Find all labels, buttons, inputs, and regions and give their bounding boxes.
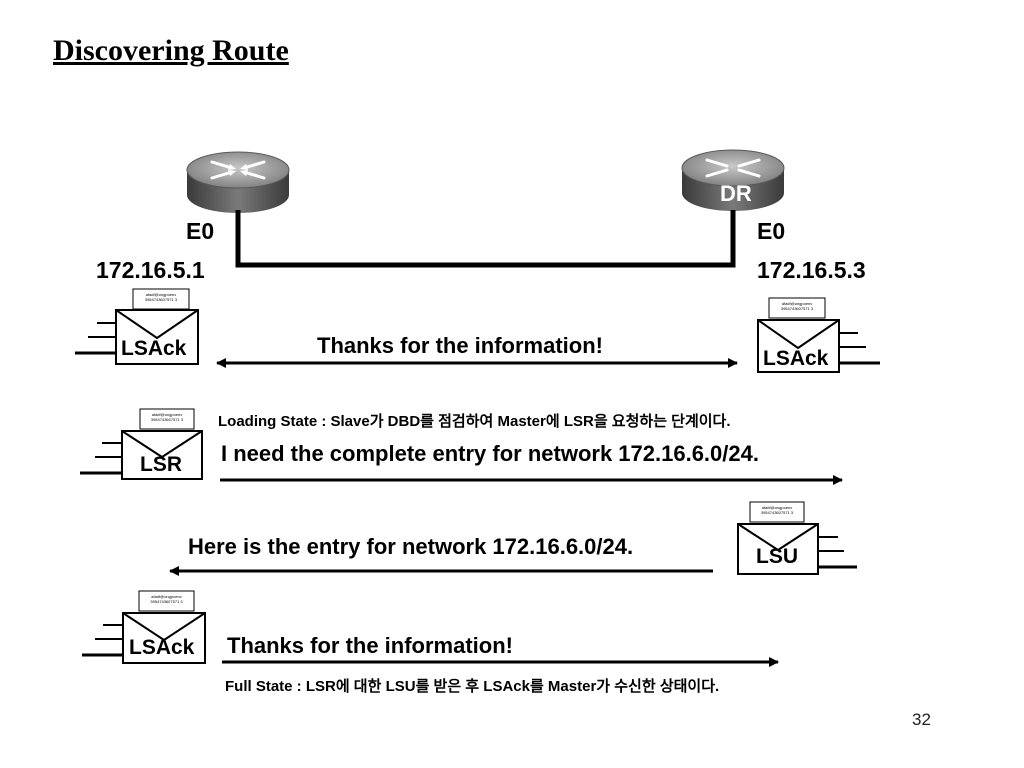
message-thanks-2: Thanks for the information! xyxy=(227,633,513,658)
message-need-entry: I need the complete entry for network 17… xyxy=(221,441,759,466)
lsu-envelope xyxy=(737,501,857,575)
full-state-note: Full State : LSR에 대한 LSU를 받은 후 LSAck를 Ma… xyxy=(225,678,720,695)
router-right-icon xyxy=(681,149,785,211)
router-left-icon xyxy=(186,151,290,213)
message-here-entry: Here is the entry for network 172.16.6.0… xyxy=(188,534,634,559)
dr-label: DR xyxy=(720,181,752,206)
right-interface-label: E0 xyxy=(757,218,786,244)
message-thanks-1: Thanks for the information! xyxy=(317,333,603,358)
slide-title: Discovering Route xyxy=(53,34,289,67)
packet-label-lsr: LSR xyxy=(140,453,182,476)
lsack-envelope-left-2 xyxy=(82,590,206,664)
packet-label-lsack: LSAck xyxy=(121,337,187,360)
lsack-envelope-left-1 xyxy=(75,288,199,365)
loading-state-note: Loading State : Slave가 DBD를 점검하여 Master에… xyxy=(218,413,731,430)
left-interface-label: E0 xyxy=(186,218,215,244)
network-link xyxy=(235,210,736,268)
lsack-envelope-right-1 xyxy=(757,297,880,373)
lsr-envelope xyxy=(80,408,203,480)
packet-label-lsack: LSAck xyxy=(763,347,829,370)
packet-label-lsu: LSU xyxy=(756,545,798,568)
packet-label-lsack: LSAck xyxy=(129,636,195,659)
page-number: 32 xyxy=(912,710,931,729)
right-ip-label: 172.16.5.3 xyxy=(757,257,866,283)
left-ip-label: 172.16.5.1 xyxy=(96,257,205,283)
